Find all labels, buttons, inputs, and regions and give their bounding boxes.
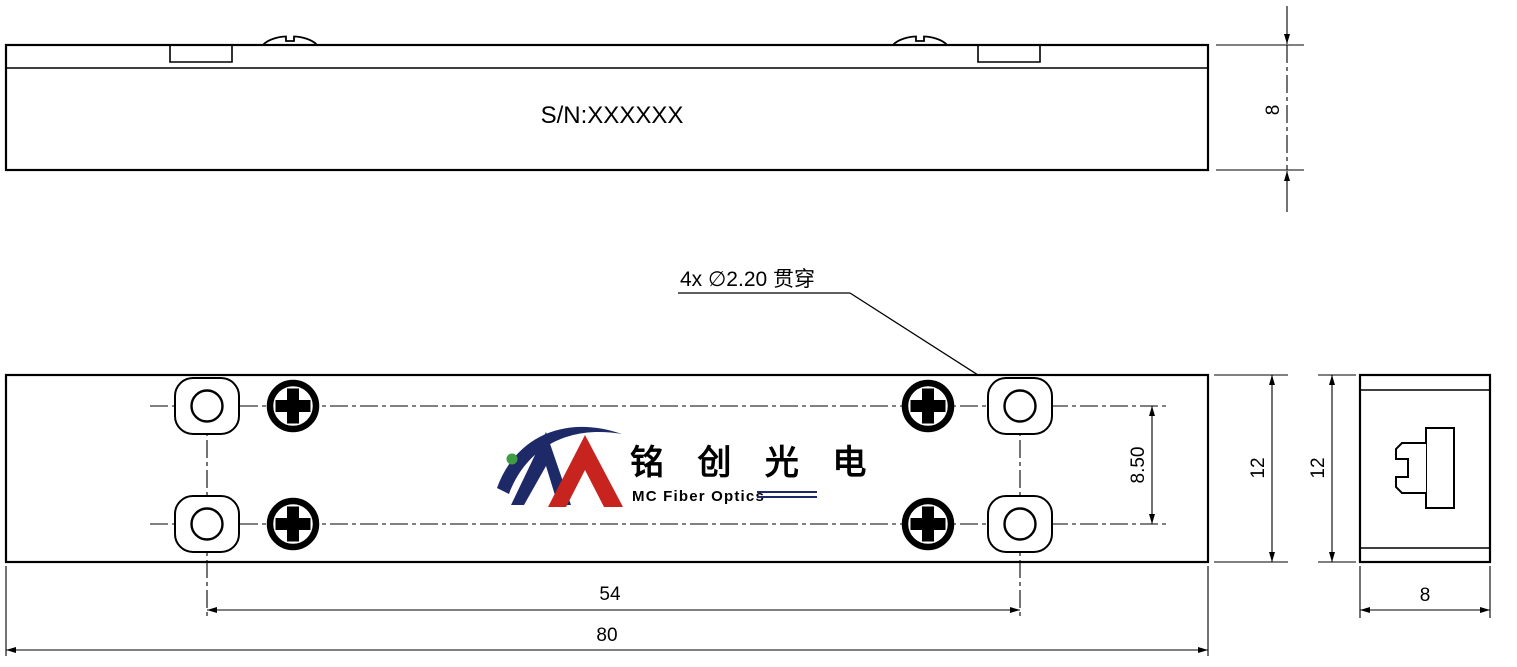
logo-m-shape [511, 432, 571, 505]
mounting-hole-icon [986, 494, 1054, 554]
logo-a-shape [548, 435, 623, 507]
side-view-body [1358, 373, 1492, 564]
phillips-screw-icon [905, 501, 951, 547]
dim-label-side-height: 12 [1308, 457, 1329, 478]
dimension-side-depth-8: 8 [1359, 566, 1491, 618]
dimension-thickness-8: 8 [1216, 6, 1304, 212]
top-view: S/N:XXXXXX [4, 35, 1210, 172]
logo-leaf-icon [506, 453, 518, 465]
plan-view: 铭 创 光 电 MC Fiber Optics 8.50 12 54 8 [4, 373, 1288, 656]
logo-company-name-en: MC Fiber Optics [632, 488, 765, 505]
dim-label-side-depth: 8 [1420, 585, 1431, 606]
top-notch [169, 45, 233, 63]
dimension-row-spacing-850: 8.50 [1128, 406, 1155, 524]
logo-company-name-cn: 铭 创 光 电 [630, 444, 878, 482]
phillips-screw-icon [905, 383, 951, 429]
phillips-screw-icon [270, 501, 316, 547]
mounting-hole-icon [173, 494, 241, 554]
dim-label-thickness: 8 [1263, 105, 1284, 116]
hole-callout-label: 4x ∅2.20 贯穿 [680, 268, 815, 291]
dimension-plan-width-12: 12 [1214, 374, 1288, 563]
fiber-connector-profile [1395, 427, 1455, 509]
mounting-hole-icon [986, 376, 1054, 436]
screw-head-profile-icon [261, 35, 319, 46]
top-view-body [4, 43, 1210, 172]
phillips-screw-icon [270, 383, 316, 429]
dim-label-hole-span: 54 [599, 584, 621, 605]
logo-swoosh [497, 426, 622, 494]
serial-number-label: S/N:XXXXXX [541, 102, 684, 129]
dimension-hole-span-54: 54 [207, 584, 1020, 613]
company-logo: 铭 创 光 电 MC Fiber Optics [497, 426, 878, 507]
dim-label-length: 80 [596, 625, 617, 646]
side-view: 12 8 [1308, 373, 1492, 618]
dim-label-row-spacing: 8.50 [1128, 447, 1149, 484]
dimension-side-height-12: 12 [1308, 374, 1356, 563]
screw-head-profile-icon [891, 35, 949, 46]
hole-callout: 4x ∅2.20 贯穿 [678, 268, 1004, 392]
top-notch [977, 45, 1041, 63]
dim-label-plan-width: 12 [1248, 457, 1269, 478]
mounting-hole-icon [173, 376, 241, 436]
dimension-length-80: 80 [5, 566, 1209, 656]
